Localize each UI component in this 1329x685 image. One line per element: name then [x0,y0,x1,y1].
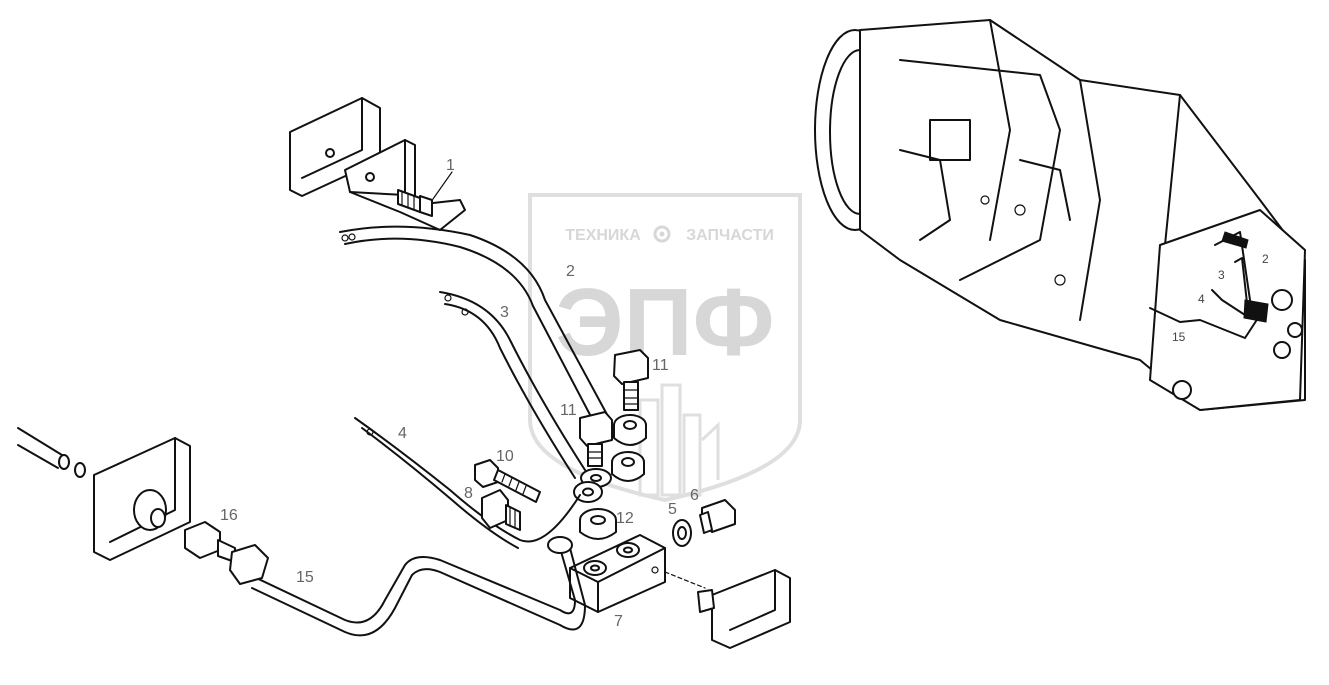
watermark-text-left: ТЕХНИКА [565,227,641,244]
watermark: ТЕХНИКА ЗАПЧАСТИ ЭПФ [528,193,802,503]
callout-16: 16 [220,507,238,524]
axis-line-block [664,571,706,589]
pipe-15 [249,536,586,637]
adapter-16 [184,521,269,585]
watermark-logo: ЭПФ [555,269,774,376]
banjo-bolt-11-lower [579,411,613,467]
inset-callout-3: 3 [1218,268,1225,282]
mount-block-top [289,97,381,197]
banjo-bolt-11-upper [613,349,649,411]
pipe-2 [339,225,611,431]
callout-11-upper: 11 [652,357,669,374]
pipe-3 [439,291,586,479]
washer-upper-a [613,414,647,446]
distribution-block-7 [569,534,666,613]
watermark-text-right: ЗАПЧАСТИ [686,227,774,244]
mount-block-right [697,569,791,649]
leader-1 [432,171,453,200]
watermark-shield [528,193,802,503]
bolt-10 [474,459,541,503]
transmission-housing [814,19,1306,411]
callout-2: 2 [566,263,575,280]
inset-callout-4: 4 [1198,292,1205,306]
plug-6 [699,499,736,534]
callout-10: 10 [496,448,514,465]
fitting-8 [481,489,521,531]
hose-left [17,427,86,478]
callout-8: 8 [464,485,473,502]
mount-block-left [93,437,191,561]
pipe-4 [354,417,581,549]
callout-15: 15 [296,569,314,586]
bolt-1 [397,189,433,217]
callout-11-lower: 11 [560,402,577,419]
watermark-buildings [638,383,720,497]
washer-upper-b [611,451,645,482]
banjo-fitting [573,481,603,503]
callout-7: 7 [614,613,623,630]
inset-callout-2: 2 [1262,252,1269,266]
gear-icon [653,225,671,243]
inset-pipes [1149,231,1269,339]
callout-12: 12 [616,510,634,527]
callout-5: 5 [668,501,677,518]
callout-6: 6 [690,487,699,504]
callout-3: 3 [500,304,509,321]
inset-callout-15: 15 [1172,330,1186,344]
callout-4: 4 [398,425,407,442]
washer-12 [579,508,617,540]
washer-5 [672,519,692,547]
callout-1: 1 [446,157,455,174]
